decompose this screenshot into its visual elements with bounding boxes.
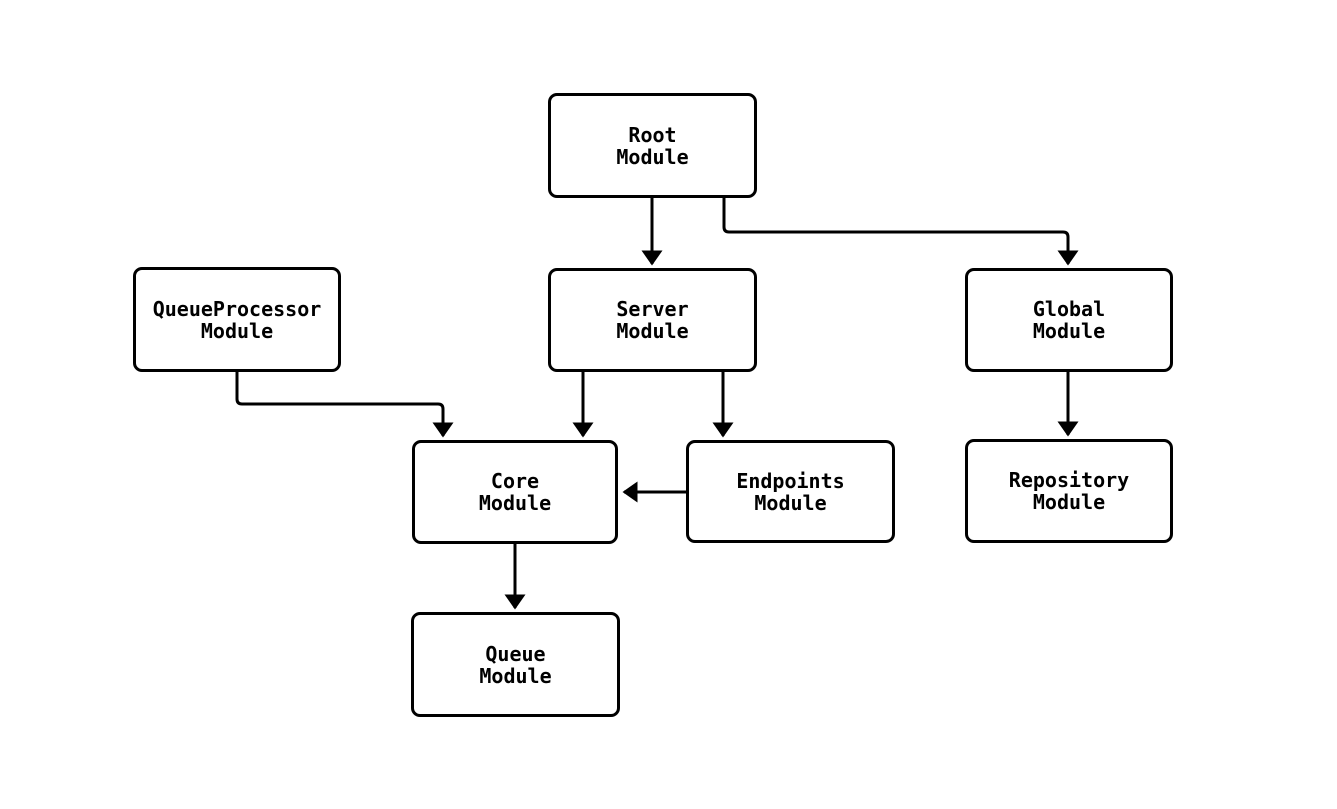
node-global-module: Global Module [965,268,1173,372]
node-global-module-label: Global Module [1032,297,1106,343]
node-repository-module-label: Repository Module [1008,468,1130,514]
node-queue-module: Queue Module [411,612,620,717]
node-root-module-label: Root Module [616,122,689,169]
node-queue-module-label: Queue Module [479,641,552,688]
node-server-module: Server Module [548,268,757,372]
node-root-module: Root Module [548,93,757,198]
node-queueprocessor-module: QueueProcessor Module [133,267,341,372]
node-endpoints-module-label: Endpoints Module [736,468,845,515]
node-queueprocessor-module-label: QueueProcessor Module [152,296,322,343]
node-core-module: Core Module [412,440,618,544]
node-endpoints-module: Endpoints Module [686,440,895,543]
edge-queueprocessor-to-core [235,372,454,438]
node-core-module-label: Core Module [478,469,552,515]
edge-root-to-global [722,198,1079,266]
node-repository-module: Repository Module [965,439,1173,543]
node-server-module-label: Server Module [616,297,689,343]
